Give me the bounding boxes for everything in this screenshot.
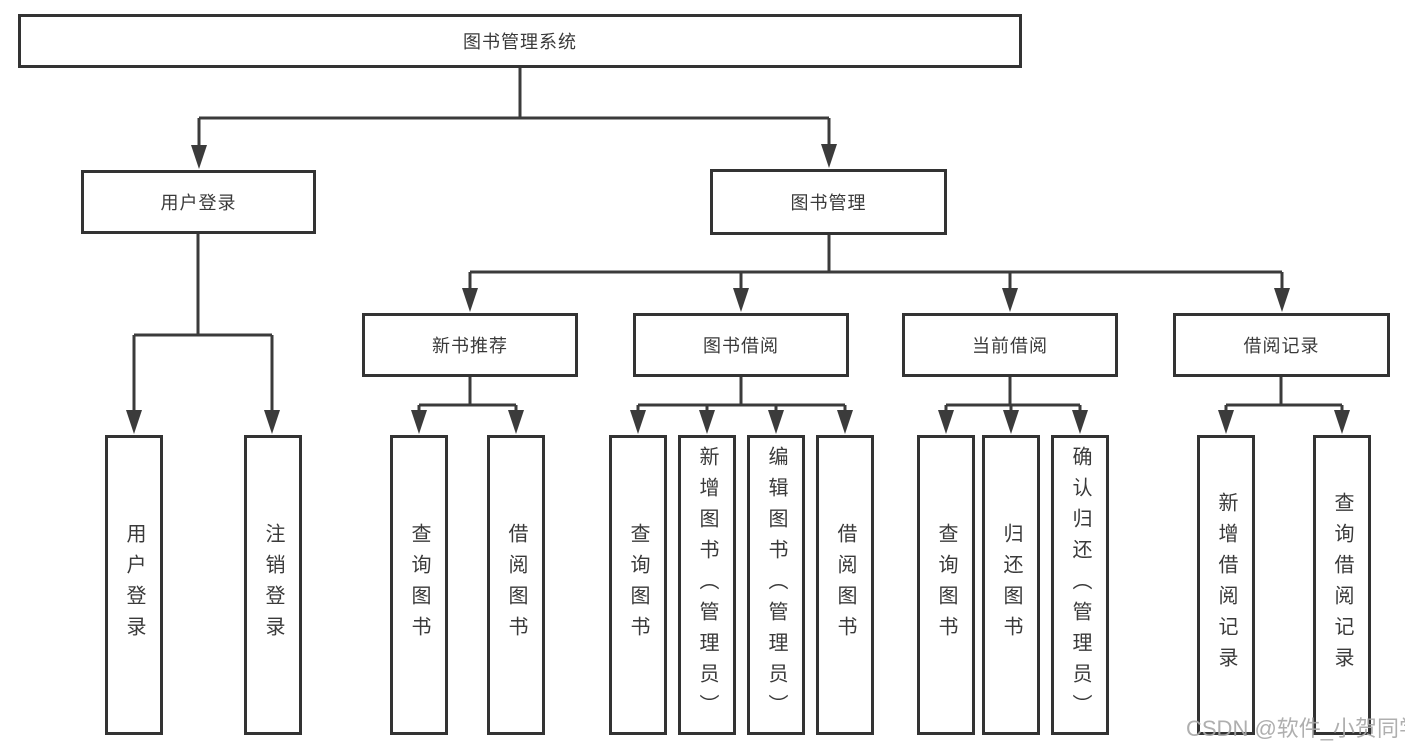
node-root: 图书管理系统 — [18, 14, 1022, 68]
leaf-cb-query-books: 查询图书 — [917, 435, 975, 735]
node-borrow-record: 借阅记录 — [1173, 313, 1390, 377]
node-user-login-group: 用户登录 — [81, 170, 316, 234]
leaf-cb-return-books: 归还图书 — [982, 435, 1040, 735]
leaf-bb-query-books: 查询图书 — [609, 435, 667, 735]
leaf-nbr-borrow-books: 借阅图书 — [487, 435, 545, 735]
node-new-book-rec: 新书推荐 — [362, 313, 578, 377]
leaf-br-add-record: 新增借阅记录 — [1197, 435, 1255, 735]
leaf-bb-edit-books-admin: 编辑图书（管理员） — [747, 435, 805, 735]
leaf-br-query-record: 查询借阅记录 — [1313, 435, 1371, 735]
leaf-user-login: 用户登录 — [105, 435, 163, 735]
leaf-nbr-query-books: 查询图书 — [390, 435, 448, 735]
csdn-watermark: CSDN @软件_小贺同学 — [1186, 716, 1405, 741]
leaf-bb-add-books-admin: 新增图书（管理员） — [678, 435, 736, 735]
node-current-borrow: 当前借阅 — [902, 313, 1118, 377]
leaf-bb-borrow-books: 借阅图书 — [816, 435, 874, 735]
leaf-cb-confirm-return-admin: 确认归还（管理员） — [1051, 435, 1109, 735]
leaf-logout: 注销登录 — [244, 435, 302, 735]
node-book-borrow: 图书借阅 — [633, 313, 849, 377]
node-book-mgmt: 图书管理 — [710, 169, 947, 235]
